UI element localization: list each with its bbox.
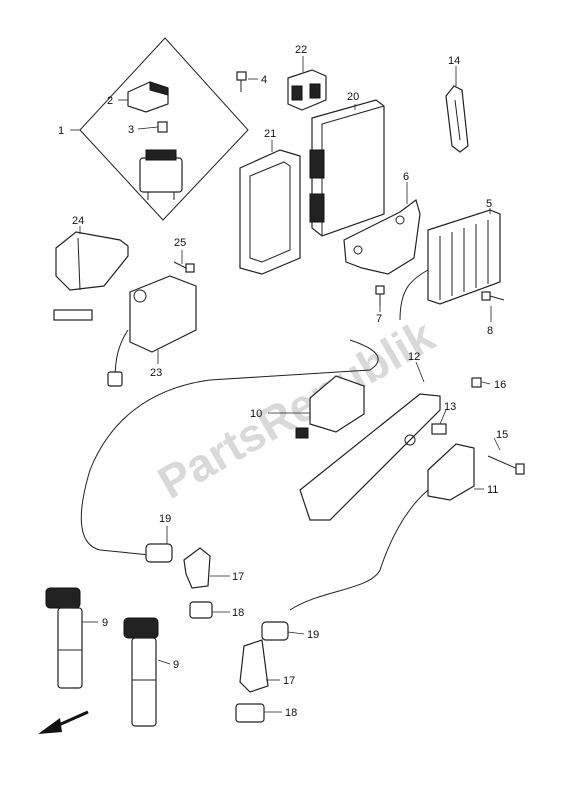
part-9-plug-cap-a[interactable] bbox=[45, 587, 83, 689]
part-11-ignition-coil[interactable] bbox=[289, 443, 475, 611]
callout-13: 13 bbox=[444, 401, 456, 413]
watermark: PartsRepublik bbox=[149, 309, 443, 509]
part-16-bolt[interactable] bbox=[471, 377, 482, 388]
callout-18a: 18 bbox=[232, 607, 244, 619]
callout-12: 12 bbox=[408, 351, 420, 363]
front-arrow-icon bbox=[38, 710, 89, 734]
callout-7: 7 bbox=[376, 313, 382, 325]
callout-18b: 18 bbox=[285, 707, 297, 719]
part-19-plug-cap-seal-lower[interactable] bbox=[261, 621, 289, 641]
part-19-plug-cap-seal-upper[interactable] bbox=[145, 543, 173, 563]
part-3-fuse[interactable] bbox=[157, 121, 168, 133]
part-20-ecm[interactable] bbox=[309, 99, 385, 237]
callout-9a: 9 bbox=[102, 617, 108, 629]
callout-9b: 9 bbox=[173, 659, 179, 671]
callout-10: 10 bbox=[250, 408, 262, 420]
callout-labels: 1 2 3 4 5 6 7 8 9 9 10 11 12 13 14 15 16… bbox=[58, 44, 508, 719]
callout-20: 20 bbox=[347, 91, 359, 103]
part-6-bracket[interactable] bbox=[343, 198, 421, 275]
part-2-relay-cover[interactable] bbox=[127, 81, 169, 113]
leader-lines bbox=[70, 56, 501, 713]
part-22-connector[interactable] bbox=[287, 69, 327, 111]
part-18-seal-upper[interactable] bbox=[189, 601, 213, 619]
callout-1: 1 bbox=[58, 125, 64, 137]
part-12-mounting-plate[interactable] bbox=[299, 393, 441, 521]
part-1-starter-relay[interactable] bbox=[139, 149, 183, 200]
group-1-box bbox=[79, 37, 249, 221]
callout-3: 3 bbox=[128, 124, 134, 136]
part-13-collar[interactable] bbox=[431, 423, 447, 435]
callout-8: 8 bbox=[487, 325, 493, 337]
part-21-ecm-holder[interactable] bbox=[239, 149, 301, 275]
callout-21: 21 bbox=[264, 128, 276, 140]
part-15-bolt[interactable] bbox=[487, 455, 525, 475]
part-9-plug-cap-b[interactable] bbox=[123, 617, 159, 727]
callout-17b: 17 bbox=[283, 675, 295, 687]
callout-19a: 19 bbox=[159, 513, 171, 525]
part-17-plug-cap-lower[interactable] bbox=[239, 639, 269, 693]
part-4-screw[interactable] bbox=[236, 71, 247, 92]
callout-2: 2 bbox=[107, 95, 113, 107]
part-14-strap[interactable] bbox=[445, 85, 469, 153]
callout-4: 4 bbox=[261, 74, 267, 86]
part-23-module[interactable] bbox=[107, 275, 197, 387]
part-18-seal-lower[interactable] bbox=[235, 703, 265, 723]
callout-15: 15 bbox=[496, 429, 508, 441]
callout-14: 14 bbox=[448, 55, 460, 67]
callout-24: 24 bbox=[72, 215, 84, 227]
part-10-ignition-coil[interactable] bbox=[295, 375, 365, 439]
part-8-bolt[interactable] bbox=[481, 291, 505, 301]
part-7-bolt[interactable] bbox=[375, 285, 385, 306]
part-5-regulator[interactable] bbox=[399, 209, 501, 321]
callout-22: 22 bbox=[295, 44, 307, 56]
part-25-bolt[interactable] bbox=[173, 261, 195, 273]
callout-5: 5 bbox=[486, 198, 492, 210]
callout-16: 16 bbox=[494, 379, 506, 391]
part-24-bracket[interactable] bbox=[53, 231, 129, 321]
part-17-plug-cap-upper[interactable] bbox=[183, 547, 211, 589]
callout-6: 6 bbox=[403, 171, 409, 183]
callout-19b: 19 bbox=[307, 629, 319, 641]
callout-17a: 17 bbox=[232, 571, 244, 583]
callout-23: 23 bbox=[150, 367, 162, 379]
callout-11: 11 bbox=[487, 484, 498, 496]
ht-cable-upper bbox=[80, 339, 379, 556]
callout-25: 25 bbox=[174, 237, 186, 249]
